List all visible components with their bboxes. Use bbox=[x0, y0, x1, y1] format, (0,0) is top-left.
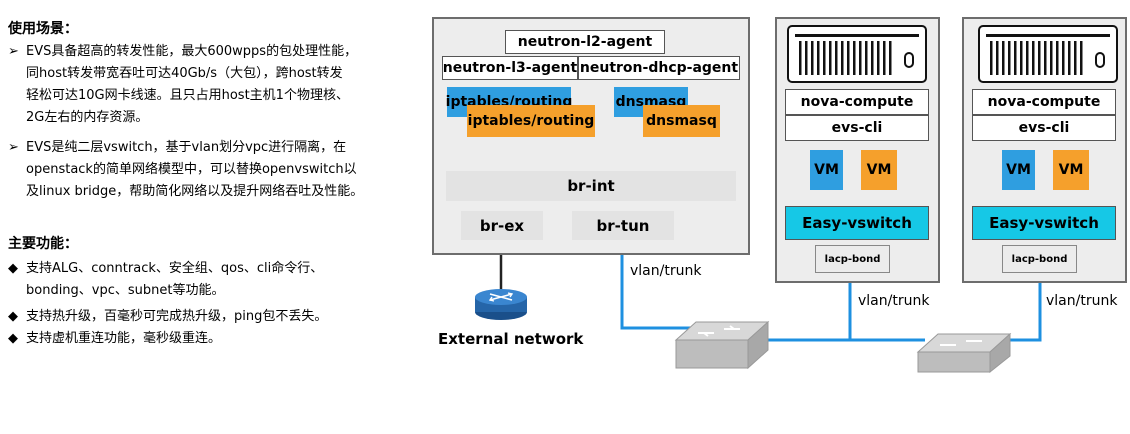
vlan-trunk-label: vlan/trunk bbox=[1046, 293, 1118, 309]
neutron-l3-agent-box: neutron-l3-agent bbox=[442, 56, 578, 80]
trunk-link-3 bbox=[995, 274, 1042, 342]
diamond-bullet-icon: ◆ bbox=[8, 261, 18, 276]
lacp-bond: lacp-bond bbox=[1002, 245, 1077, 273]
text-line: 支持ALG、conntrack、安全组、qos、cli命令行、 bbox=[26, 261, 324, 276]
arrow-bullet-icon: ➢ bbox=[8, 140, 19, 155]
evs-cli-box: evs-cli bbox=[785, 115, 929, 141]
text-line: 支持虚机重连功能，毫秒级重连。 bbox=[26, 331, 222, 346]
router-icon bbox=[475, 289, 527, 320]
dnsmasq-orange: dnsmasq bbox=[643, 105, 720, 137]
iptables-routing-orange: iptables/routing bbox=[467, 105, 595, 137]
network-switch-icon bbox=[916, 332, 1012, 374]
diamond-bullet-icon: ◆ bbox=[8, 309, 18, 324]
trunk-link-1 bbox=[620, 240, 698, 330]
arrow-bullet-icon: ➢ bbox=[8, 44, 19, 59]
server-icon bbox=[978, 25, 1118, 83]
text-line: 同host转发带宽吞吐可达40Gb/s（大包），跨host转发 bbox=[26, 66, 343, 81]
vm-blue: VM bbox=[1002, 150, 1035, 190]
br-int-bridge: br-int bbox=[446, 171, 736, 201]
br-tun-bridge: br-tun bbox=[572, 211, 674, 240]
diamond-bullet-icon: ◆ bbox=[8, 331, 18, 346]
vm-orange: VM bbox=[861, 150, 897, 190]
easy-vswitch: Easy-vswitch bbox=[785, 206, 929, 240]
vm-blue: VM bbox=[810, 150, 843, 190]
neutron-l2-agent-box: neutron-l2-agent bbox=[505, 30, 665, 54]
text-line: 及linux bridge，帮助简化网络以及提升网络吞吐及性能。 bbox=[26, 184, 364, 199]
scenario-bullet-2: ➢ EVS是纯二层vswitch，基于vlan划分vpc进行隔离，在 opens… bbox=[8, 137, 428, 203]
nova-compute-box: nova-compute bbox=[972, 89, 1116, 115]
nova-compute-box: nova-compute bbox=[785, 89, 929, 115]
text-line: EVS具备超高的转发性能，最大600wpps的包处理性能， bbox=[26, 44, 358, 59]
vlan-trunk-label: vlan/trunk bbox=[858, 293, 930, 309]
text-line: EVS是纯二层vswitch，基于vlan划分vpc进行隔离，在 bbox=[26, 140, 347, 155]
feature-bullet-2: ◆ 支持热升级，百毫秒可完成热升级，ping包不丢失。 bbox=[8, 306, 428, 328]
scenario-bullet-1: ➢ EVS具备超高的转发性能，最大600wpps的包处理性能， 同host转发带… bbox=[8, 41, 428, 129]
text-line: 支持热升级，百毫秒可完成热升级，ping包不丢失。 bbox=[26, 309, 328, 324]
text-line: 2G左右的内存资源。 bbox=[26, 110, 149, 125]
external-network-label: External network bbox=[438, 330, 584, 348]
text-line: bonding、vpc、subnet等功能。 bbox=[26, 283, 225, 298]
feature-bullet-3: ◆ 支持虚机重连功能，毫秒级重连。 bbox=[8, 328, 428, 350]
text-line: 轻松可达10G网卡线速。且只占用host主机1个物理核、 bbox=[26, 88, 349, 103]
br-ex-bridge: br-ex bbox=[461, 211, 543, 240]
vm-orange: VM bbox=[1053, 150, 1089, 190]
easy-vswitch: Easy-vswitch bbox=[972, 206, 1116, 240]
vlan-trunk-label: vlan/trunk bbox=[630, 263, 702, 279]
text-line: openstack的简单网络模型中，可以替换openvswitch以 bbox=[26, 162, 357, 177]
evs-cli-box: evs-cli bbox=[972, 115, 1116, 141]
server-icon bbox=[787, 25, 927, 83]
network-switch-icon bbox=[674, 320, 770, 370]
scenario-heading: 使用场景： bbox=[8, 21, 78, 37]
neutron-dhcp-agent-box: neutron-dhcp-agent bbox=[578, 56, 740, 80]
features-heading: 主要功能： bbox=[8, 236, 78, 252]
feature-bullet-1: ◆ 支持ALG、conntrack、安全组、qos、cli命令行、 bondin… bbox=[8, 258, 428, 302]
lacp-bond: lacp-bond bbox=[815, 245, 890, 273]
